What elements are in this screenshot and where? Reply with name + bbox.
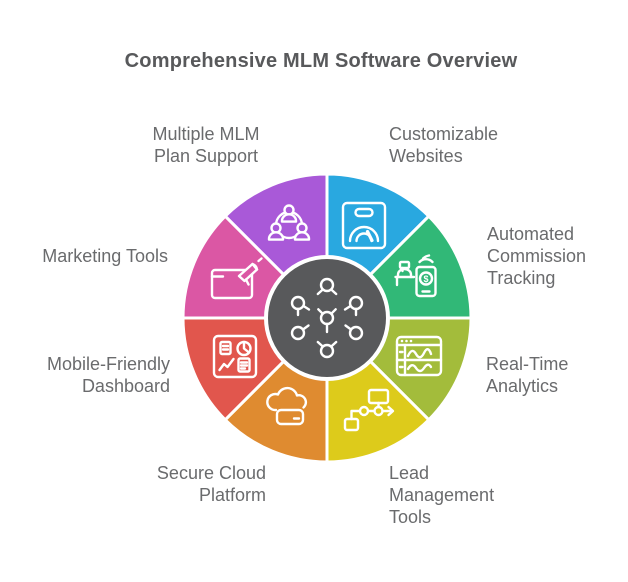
segment-label-automated-commission-tracking: Automated Commission Tracking <box>487 224 587 288</box>
svg-text:$: $ <box>423 274 428 284</box>
dashboard-widgets-icon <box>212 334 258 379</box>
register-phone-icon: $ <box>394 254 437 298</box>
segment-label-secure-cloud-platform: Secure Cloud Platform <box>156 463 266 505</box>
segment-label-marketing-tools: Marketing Tools <box>42 246 168 266</box>
flowchart-icon <box>343 388 395 432</box>
people-network-icon <box>267 204 311 241</box>
network-people-nodes-icon <box>290 277 364 359</box>
cloud-server-icon <box>266 386 308 426</box>
watermark-cover-rect <box>2 539 166 579</box>
website-gauge-icon <box>341 201 387 250</box>
segment-label-customizable-websites: Customizable Websites <box>389 124 499 166</box>
center-hub-circle <box>264 255 390 381</box>
analytics-window-icon <box>395 335 443 377</box>
segment-label-mobile-friendly-dashboard: Mobile-Friendly Dashboard <box>46 354 170 396</box>
diagram-title: Comprehensive MLM Software Overview <box>124 50 518 72</box>
megaphone-window-icon <box>210 257 263 300</box>
segment-label-lead-management-tools: Lead Management Tools <box>389 463 495 527</box>
segment-label-real-time-analytics: Real-Time Analytics <box>486 354 569 396</box>
segment-label-multiple-mlm-plan-support: Multiple MLM Plan Support <box>152 124 260 166</box>
